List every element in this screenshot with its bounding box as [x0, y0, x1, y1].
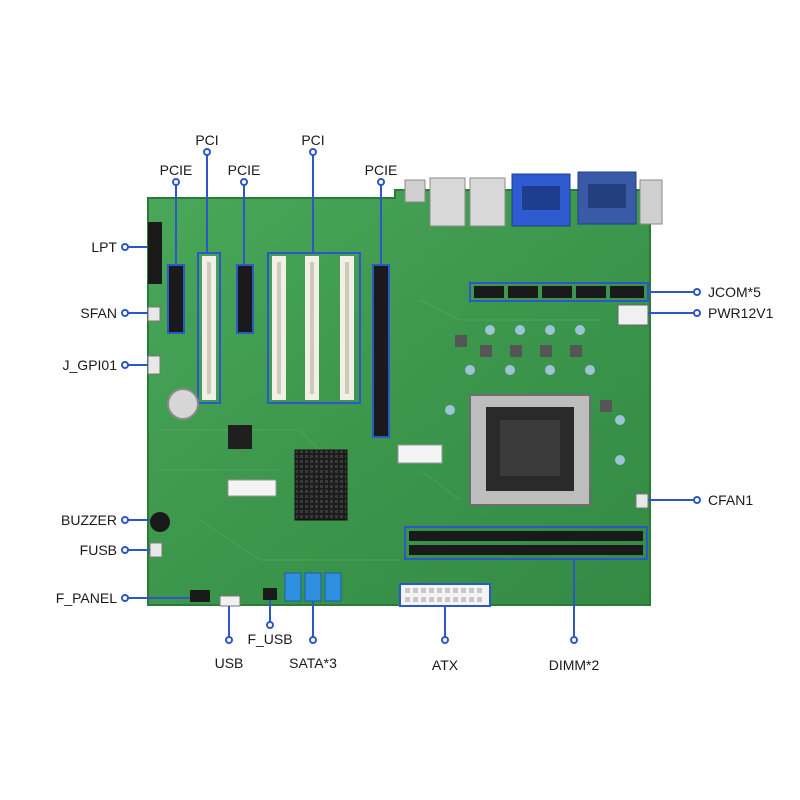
pci-slot-group — [267, 252, 361, 404]
label-lpt: LPT — [91, 239, 117, 255]
label-jcom: JCOM*5 — [708, 284, 761, 300]
label-dimm: DIMM*2 — [548, 657, 600, 673]
f-usb-header — [263, 588, 277, 600]
sfan-header — [147, 306, 161, 322]
label-pcie-2: PCIE — [227, 162, 261, 178]
cmos-battery — [167, 388, 199, 420]
mini-slot-1 — [397, 444, 443, 464]
pcie-slot-2 — [236, 264, 254, 334]
f-panel-header — [190, 590, 210, 602]
label-pci-2: PCI — [301, 132, 325, 148]
fusb-header — [149, 542, 163, 558]
label-pcie-1: PCIE — [159, 162, 193, 178]
usb-header — [219, 595, 241, 607]
label-pci-1: PCI — [195, 132, 219, 148]
mosfet-grid — [455, 335, 612, 412]
jcom-headers — [469, 282, 649, 302]
label-sata: SATA*3 — [289, 655, 337, 671]
cpu-socket — [469, 394, 591, 506]
dimm-slots — [404, 526, 648, 560]
label-j-gpi01: J_GPI01 — [62, 357, 117, 373]
capacitor-grid — [445, 325, 625, 465]
pcie-slot-1 — [167, 264, 185, 334]
callout-dots — [121, 148, 701, 644]
pwr12v1-connector — [617, 304, 649, 326]
label-fusb: FUSB — [79, 542, 117, 558]
gpio-header — [147, 355, 161, 375]
pci-slot-1 — [197, 252, 221, 404]
rear-io-ports — [404, 171, 663, 227]
lpt-header — [148, 222, 162, 284]
io-chip — [228, 425, 252, 449]
label-pcie-3: PCIE — [364, 162, 398, 178]
atx-connector — [399, 583, 491, 607]
cfan1-header — [635, 493, 649, 509]
label-atx: ATX — [431, 657, 459, 673]
buzzer — [150, 512, 170, 532]
label-buzzer: BUZZER — [61, 512, 117, 528]
pcie-slot-3 — [372, 264, 390, 438]
callout-lines — [125, 152, 697, 640]
label-usb: USB — [214, 655, 244, 671]
label-cfan1: CFAN1 — [708, 492, 754, 508]
label-pwr12v1: PWR12V1 — [708, 305, 774, 321]
label-f-panel: F_PANEL — [55, 590, 117, 606]
label-f-usb: F_USB — [247, 631, 293, 647]
label-sfan: SFAN — [80, 305, 117, 321]
sata-ports — [284, 572, 342, 602]
mini-slot-2 — [227, 479, 277, 497]
chipset-heatsink — [294, 449, 348, 521]
